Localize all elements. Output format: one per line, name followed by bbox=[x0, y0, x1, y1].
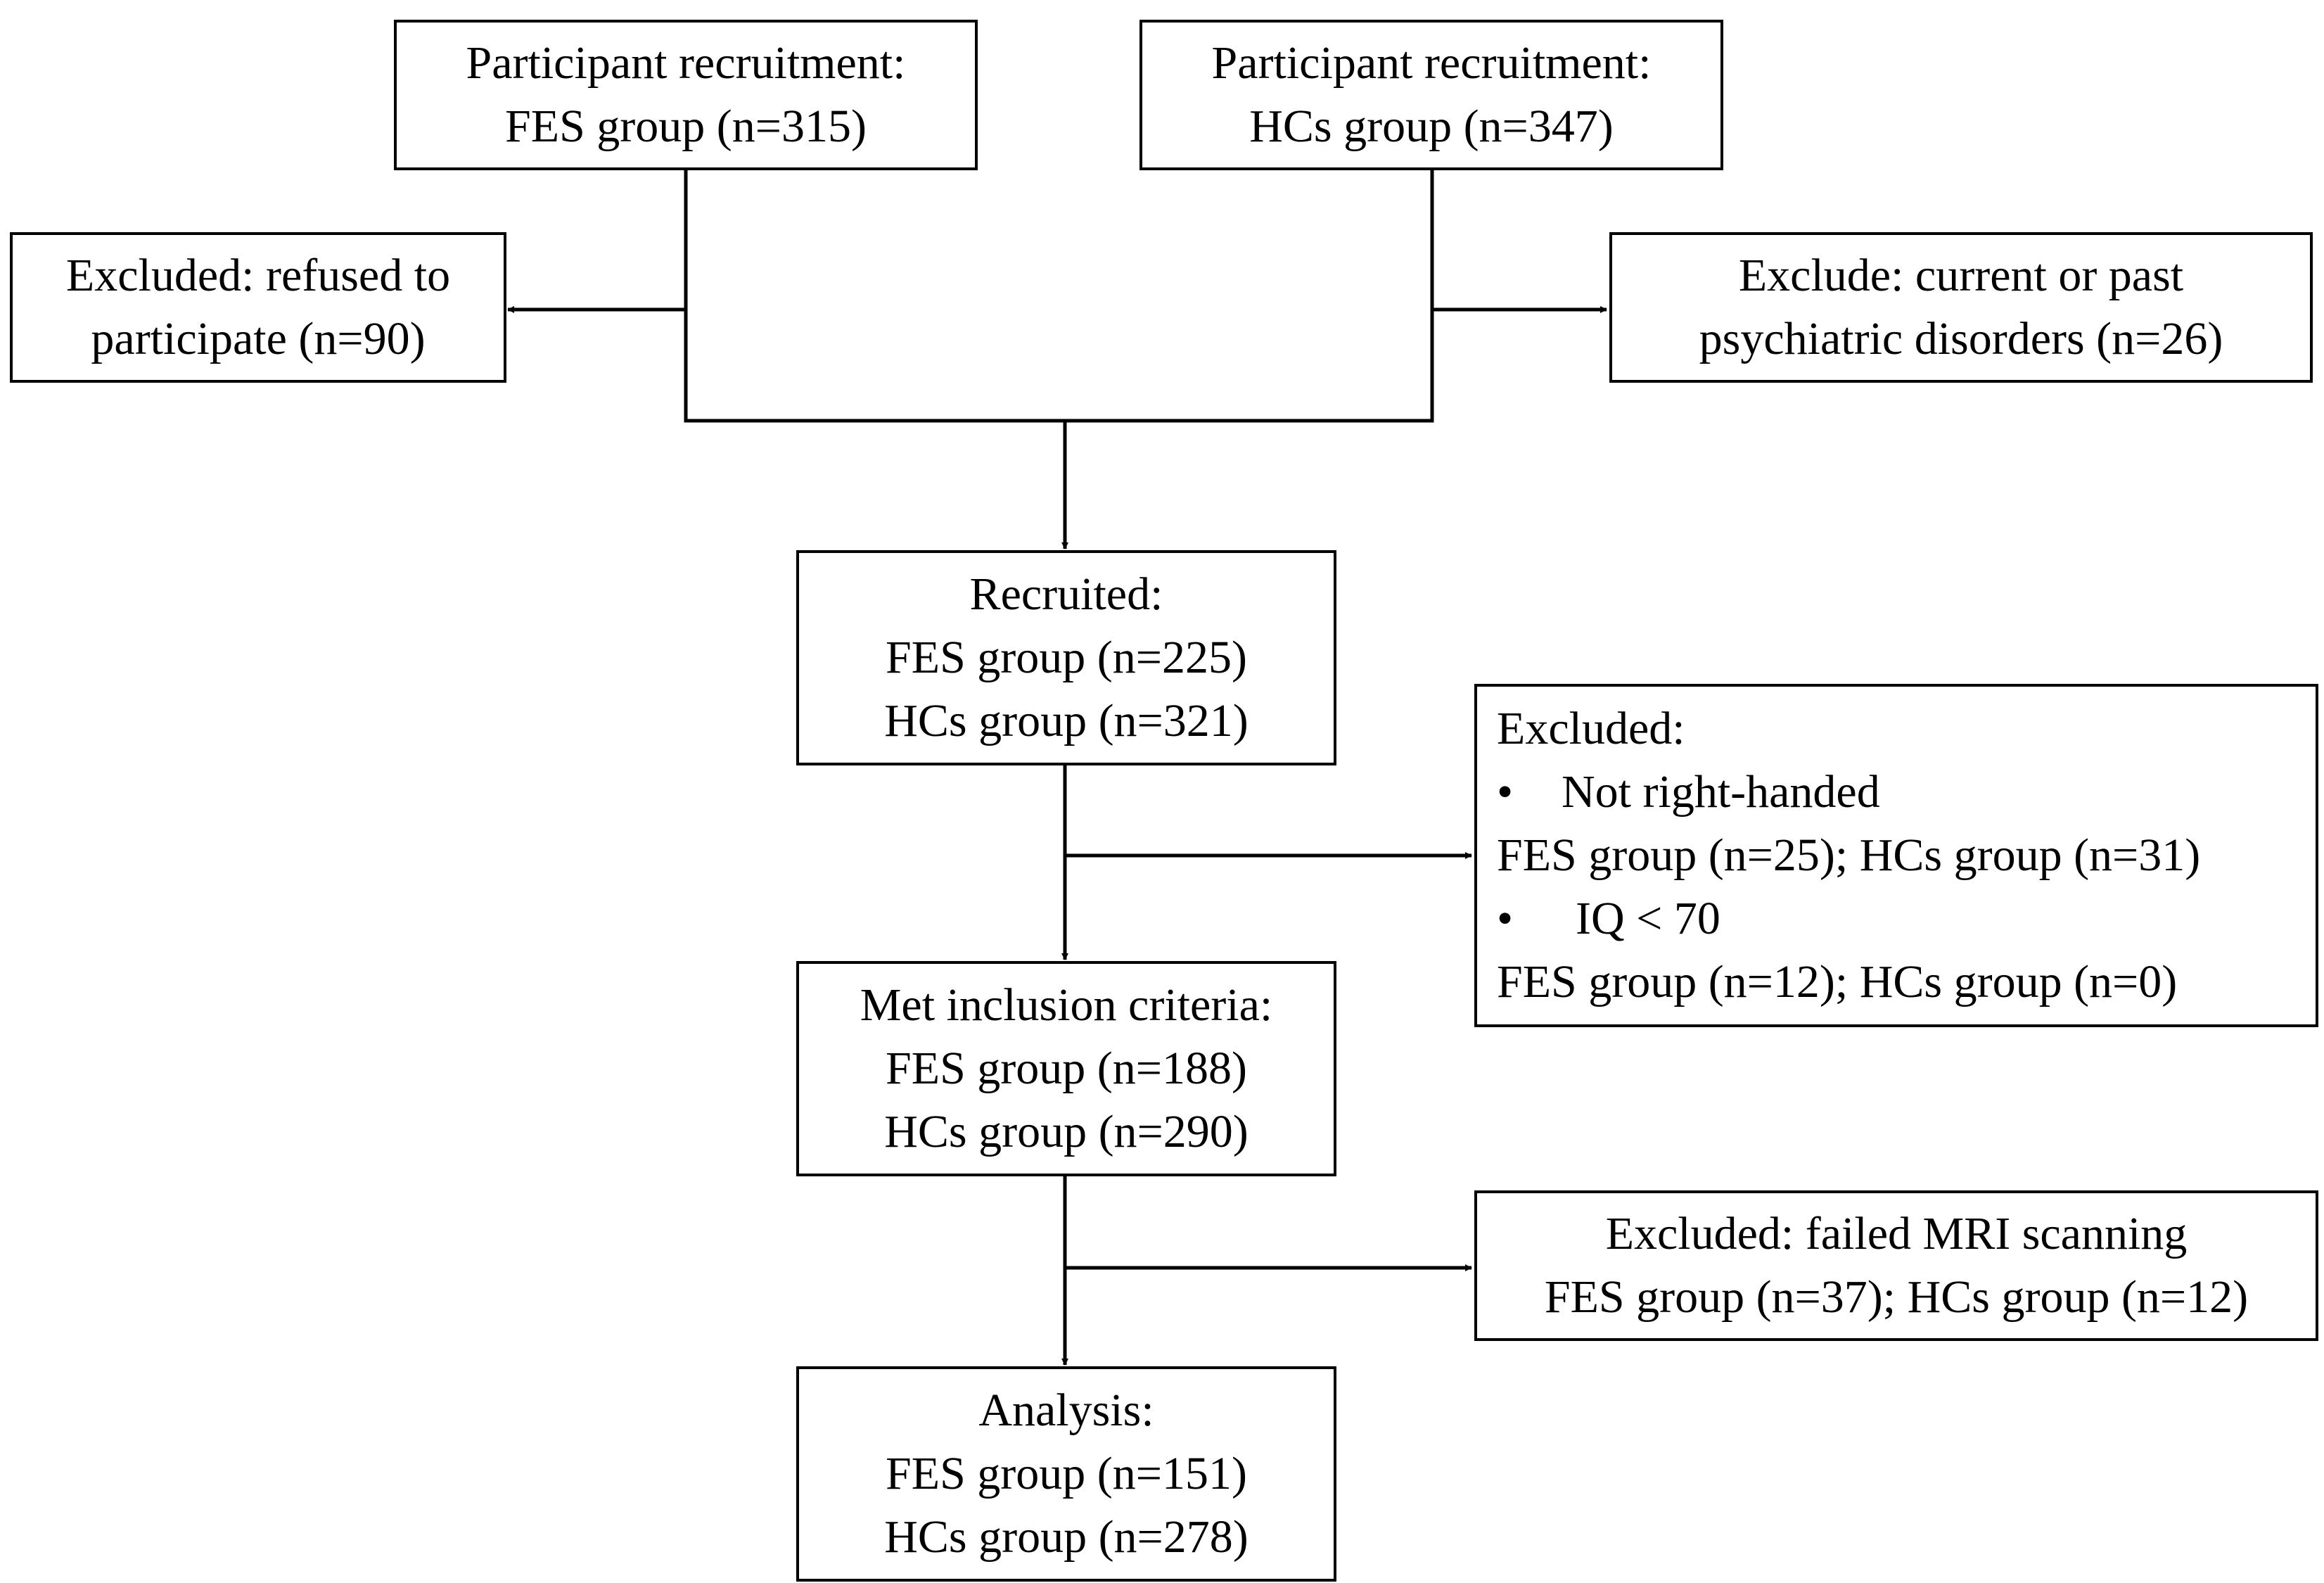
fes-recruitment-heading: Participant recruitment: bbox=[466, 37, 906, 89]
hc-recruitment-box: Participant recruitment: HCs group (n=34… bbox=[1139, 20, 1723, 170]
recruited-box: Recruited: FES group (n=225) HCs group (… bbox=[796, 550, 1336, 765]
not-right-handed-item: • Not right-handed bbox=[1497, 761, 1880, 824]
recruited-heading: Recruited: bbox=[969, 568, 1163, 620]
met-inclusion-box: Met inclusion criteria: FES group (n=188… bbox=[796, 961, 1336, 1176]
analysis-hc-count: HCs group (n=278) bbox=[884, 1511, 1249, 1563]
fes-recruitment-box: Participant recruitment: FES group (n=31… bbox=[394, 20, 978, 170]
excluded-handedness-iq-heading: Excluded: bbox=[1497, 703, 1685, 754]
analysis-box: Analysis: FES group (n=151) HCs group (n… bbox=[796, 1366, 1336, 1582]
excluded-mri-box: Excluded: failed MRI scanning FES group … bbox=[1474, 1190, 2318, 1341]
recruited-fes-count: FES group (n=225) bbox=[886, 632, 1247, 683]
iq-item: • IQ < 70 bbox=[1497, 887, 1720, 951]
excluded-refused-line-2: participate (n=90) bbox=[91, 313, 426, 364]
excluded-psychiatric-box: Exclude: current or past psychiatric dis… bbox=[1609, 232, 2313, 383]
excluded-mri-counts: FES group (n=37); HCs group (n=12) bbox=[1544, 1271, 2249, 1323]
not-right-handed-label: Not right-handed bbox=[1562, 766, 1880, 818]
analysis-heading: Analysis: bbox=[978, 1385, 1154, 1436]
hc-recruitment-heading: Participant recruitment: bbox=[1211, 37, 1652, 89]
excluded-refused-line-1: Excluded: refused to bbox=[65, 250, 451, 301]
hc-recruitment-count: HCs group (n=347) bbox=[1249, 101, 1614, 152]
excluded-handedness-iq-box: Excluded: • Not right-handed FES group (… bbox=[1474, 684, 2318, 1027]
excluded-psychiatric-line-2: psychiatric disorders (n=26) bbox=[1699, 313, 2223, 364]
iq-label: IQ < 70 bbox=[1576, 893, 1720, 944]
not-right-handed-counts: FES group (n=25); HCs group (n=31) bbox=[1497, 829, 2201, 881]
iq-counts: FES group (n=12); HCs group (n=0) bbox=[1497, 956, 2178, 1007]
bullet-mark: • bbox=[1497, 893, 1514, 944]
fes-recruitment-count: FES group (n=315) bbox=[505, 101, 867, 152]
excluded-mri-heading: Excluded: failed MRI scanning bbox=[1605, 1208, 2188, 1259]
excluded-psychiatric-line-1: Exclude: current or past bbox=[1738, 250, 2184, 301]
excluded-refused-box: Excluded: refused to participate (n=90) bbox=[10, 232, 506, 383]
merge-bracket bbox=[684, 170, 1434, 423]
met-inclusion-fes-count: FES group (n=188) bbox=[886, 1043, 1247, 1094]
recruited-hc-count: HCs group (n=321) bbox=[884, 695, 1249, 746]
met-inclusion-heading: Met inclusion criteria: bbox=[860, 979, 1273, 1031]
met-inclusion-hc-count: HCs group (n=290) bbox=[884, 1106, 1249, 1157]
bullet-mark: • bbox=[1497, 766, 1514, 818]
analysis-fes-count: FES group (n=151) bbox=[886, 1448, 1247, 1499]
